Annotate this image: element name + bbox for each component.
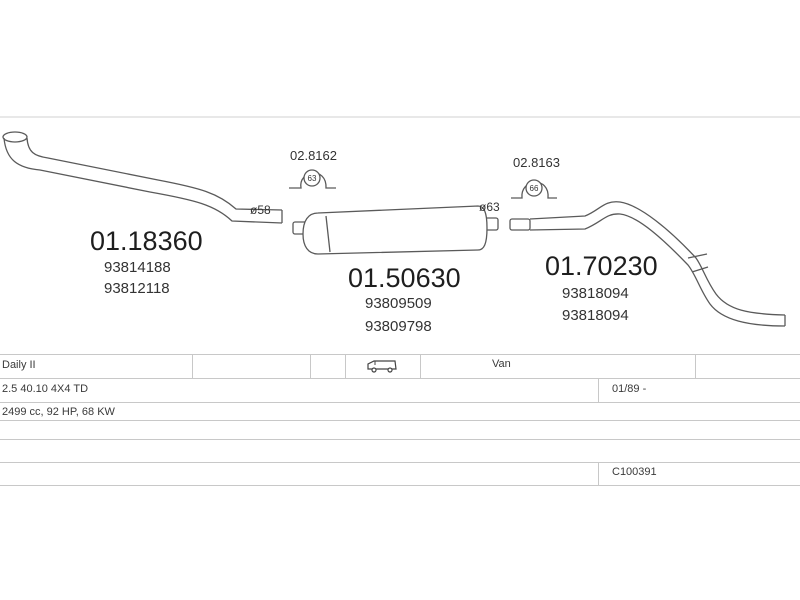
silencer-oem-1: 93809509 bbox=[365, 295, 432, 312]
silencer-diameter: ø63 bbox=[479, 200, 500, 214]
table-line bbox=[0, 485, 800, 486]
vehicle-engine: 2.5 40.10 4X4 TD bbox=[2, 383, 89, 395]
vehicle-date-range: 01/89 - bbox=[612, 383, 647, 395]
rear-pipe-part-number: 01.70230 bbox=[545, 251, 658, 281]
table-divider bbox=[345, 354, 346, 378]
middle-silencer-drawing bbox=[292, 205, 499, 255]
silencer-oem-2: 93809798 bbox=[365, 318, 432, 335]
vehicle-code: C100391 bbox=[612, 466, 657, 478]
table-divider bbox=[598, 378, 599, 402]
vehicle-info-table: Daily II Van 2.5 40.10 4X4 TD 01/89 - 24… bbox=[0, 354, 800, 489]
vehicle-specs: 2499 cc, 92 HP, 68 KW bbox=[2, 406, 115, 418]
front-pipe-oem-2: 93812118 bbox=[104, 280, 170, 297]
silencer-part-number: 01.50630 bbox=[348, 263, 461, 293]
table-line bbox=[0, 378, 800, 379]
table-line bbox=[0, 462, 800, 463]
table-divider bbox=[192, 354, 193, 378]
front-pipe-part-number: 01.18360 bbox=[90, 226, 203, 256]
vehicle-body-type: Van bbox=[492, 358, 511, 370]
van-icon bbox=[367, 360, 397, 373]
front-pipe-diameter: ø58 bbox=[250, 203, 271, 217]
table-divider bbox=[310, 354, 311, 378]
table-line bbox=[0, 420, 800, 421]
clamp-rear-size: 66 bbox=[530, 184, 539, 193]
table-divider bbox=[420, 354, 421, 378]
table-line bbox=[0, 439, 800, 440]
clamp-rear-icon bbox=[511, 179, 557, 199]
table-divider bbox=[598, 462, 599, 485]
table-divider bbox=[695, 354, 696, 378]
table-line bbox=[0, 354, 800, 355]
vehicle-model: Daily II bbox=[2, 359, 36, 371]
clamp-front-part-number: 02.8162 bbox=[290, 148, 337, 163]
front-pipe-drawing bbox=[2, 131, 283, 224]
rear-pipe-oem-2: 93818094 bbox=[562, 307, 629, 324]
clamp-rear-part-number: 02.8163 bbox=[513, 155, 560, 170]
clamp-front-icon bbox=[289, 169, 336, 189]
rear-pipe-drawing bbox=[509, 201, 786, 327]
table-line bbox=[0, 402, 800, 403]
clamp-front-size: 63 bbox=[308, 174, 317, 183]
front-pipe-oem-1: 93814188 bbox=[104, 259, 171, 276]
rear-pipe-oem-1: 93818094 bbox=[562, 285, 629, 302]
exhaust-system-diagram: ø58 01.18360 93814188 93812118 02.8162 6… bbox=[0, 116, 800, 335]
